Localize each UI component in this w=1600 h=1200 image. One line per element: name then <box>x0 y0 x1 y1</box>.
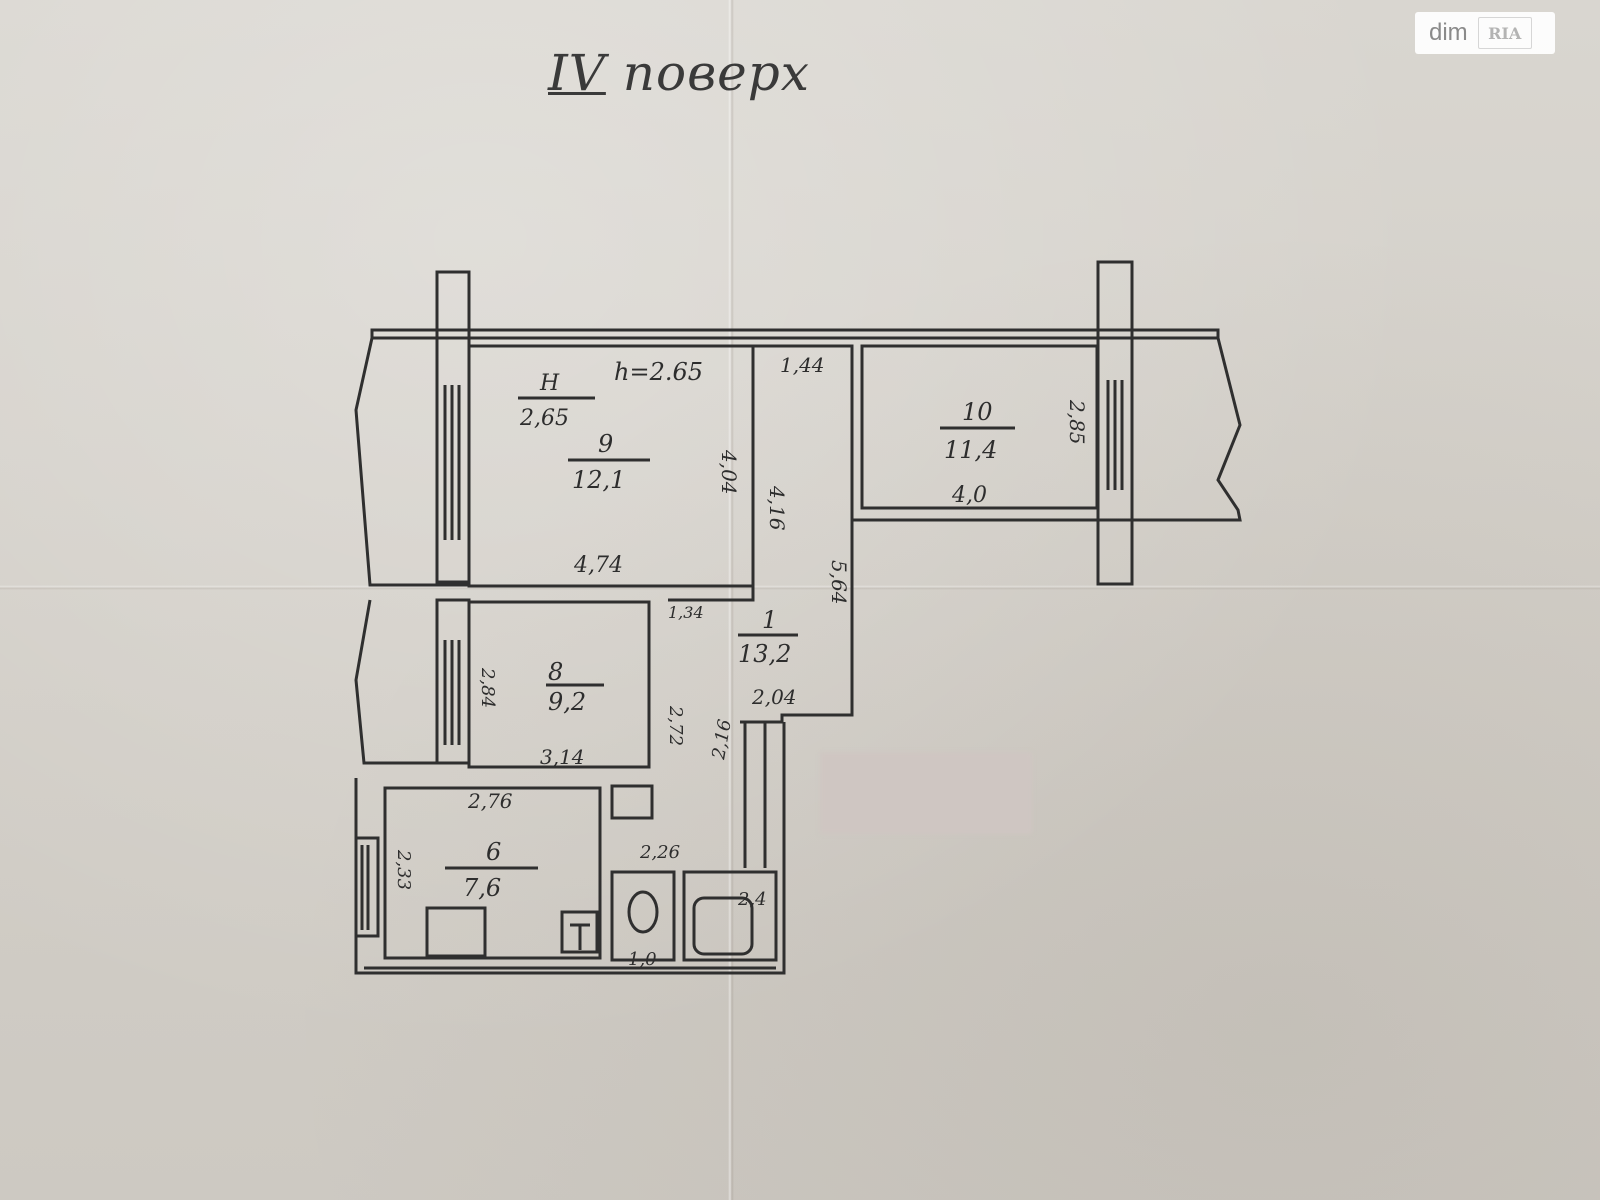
dim-4-74: 4,74 <box>573 553 623 578</box>
watermark: dim RIA <box>1415 12 1555 54</box>
dim-2-16: 2,16 <box>708 718 736 762</box>
room-1-number: 1 <box>762 606 777 634</box>
toilet-bowl <box>627 890 659 934</box>
stove <box>425 906 487 958</box>
paper-fold-horizontal <box>0 585 1600 590</box>
dim-4-04: 4,04 <box>717 449 741 495</box>
room-6-area: 7,6 <box>463 874 501 902</box>
room-9-walls <box>467 344 755 588</box>
toilet-room <box>610 870 676 962</box>
room-10-area: 11,4 <box>944 436 997 464</box>
dim-2-76: 2,76 <box>467 789 513 813</box>
room-1-area: 13,2 <box>738 640 791 668</box>
dim-1-34: 1,34 <box>668 603 704 622</box>
room-9-area: 12,1 <box>572 466 625 494</box>
window-kitchen <box>354 836 380 938</box>
wall-outer-top <box>370 328 1220 340</box>
dim-2-85: 2,85 <box>1065 399 1089 445</box>
dim-2-33: 2,33 <box>393 849 414 890</box>
room-8-area: 9,2 <box>548 688 586 716</box>
bathtub <box>692 896 754 956</box>
dim-1-44: 1,44 <box>780 353 825 377</box>
floor-word: поверх <box>622 44 810 102</box>
dim-2-72: 2,72 <box>665 705 686 746</box>
height-marker-top: H <box>539 371 560 396</box>
height-marker-bottom: 2,65 <box>519 406 569 431</box>
floor-number: IV <box>548 44 606 102</box>
dim-1-0: 1,0 <box>628 949 657 970</box>
wall-left-wing-2 <box>354 599 470 765</box>
room-6-walls <box>383 786 602 960</box>
window-right <box>1096 260 1134 586</box>
bathroom <box>682 870 778 962</box>
room-10-number: 10 <box>962 398 993 426</box>
dim-3-14: 3,14 <box>540 745 585 769</box>
sink <box>560 910 599 954</box>
dim-5-64: 5,64 <box>827 560 851 605</box>
room-1-walls <box>740 344 854 724</box>
room-9-number: 9 <box>598 430 613 458</box>
ceiling-height: h=2.65 <box>614 358 703 386</box>
floor-title: IV поверх <box>548 44 848 114</box>
wall-left-wing <box>354 337 470 587</box>
dim-2-04: 2,04 <box>751 685 797 709</box>
room-8-number: 8 <box>548 658 563 686</box>
redacted-area <box>820 752 1032 834</box>
pantry <box>610 784 654 820</box>
watermark-brand: dim <box>1429 19 1468 46</box>
dim-2-84: 2,84 <box>477 667 498 708</box>
room-8-walls <box>467 600 651 769</box>
dim-4-16: 4,16 <box>765 485 789 531</box>
watermark-logo: RIA <box>1477 17 1532 49</box>
dim-2-4: 2,4 <box>737 889 767 910</box>
room-6-number: 6 <box>486 838 501 866</box>
dim-2-26: 2,26 <box>639 842 680 863</box>
dim-4-0: 4,0 <box>951 483 987 508</box>
